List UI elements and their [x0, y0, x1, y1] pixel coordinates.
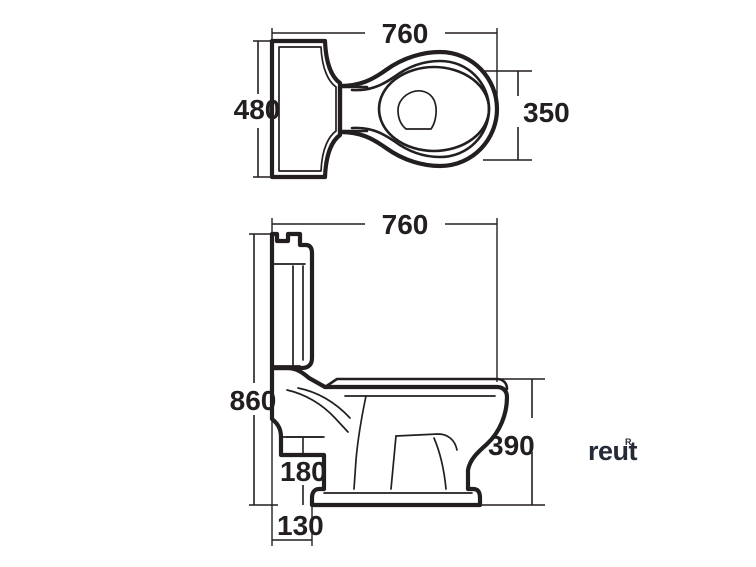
logo-registered-mark: R: [625, 437, 632, 447]
side-view-group: 760 860 390: [230, 209, 545, 546]
top-view-neck: [338, 85, 369, 133]
dimension-top-width: 760: [271, 18, 498, 100]
top-view-group: 760 480 350: [234, 18, 570, 180]
top-view-cistern-outer: [269, 38, 343, 180]
dimension-side-length: 760: [271, 209, 498, 382]
top-view-seat-aperture: [377, 65, 491, 153]
dimension-label-480: 480: [234, 94, 281, 125]
top-view-cistern-inner: [278, 46, 337, 172]
dimension-side-outlet-height: 180: [280, 436, 327, 505]
dimension-side-bowl-height: 390: [472, 378, 545, 506]
dimension-side-outlet-offset: 130: [271, 419, 324, 546]
dimension-label-180: 180: [280, 456, 327, 487]
dimension-label-860: 860: [230, 385, 277, 416]
dimension-top-bowl-width: 350: [483, 70, 570, 161]
top-view-seat-outer: [337, 49, 500, 169]
side-view-bowl-contour-3: [353, 395, 367, 490]
dimension-label-760-side: 760: [382, 209, 429, 240]
side-view-cistern-front-panel: [292, 265, 304, 366]
dimension-label-390: 390: [488, 430, 535, 461]
side-view-cistern: [269, 231, 315, 371]
side-view-bowl-contour-2: [297, 387, 351, 419]
dimension-label-350: 350: [523, 97, 570, 128]
side-view-bowl-contour-1: [286, 389, 349, 433]
side-view-bowl-contour-6: [433, 437, 447, 490]
dimension-label-130: 130: [277, 510, 324, 541]
side-view-bowl-contour-4: [390, 435, 397, 490]
dimension-side-height: 860: [230, 233, 278, 506]
brand-logo: reut R: [588, 436, 638, 466]
dimension-top-depth: 480: [234, 40, 281, 178]
logo-wordmark: reut: [588, 436, 638, 466]
dimension-label-760-top: 760: [382, 18, 429, 49]
side-view-bowl-contour-5: [395, 433, 458, 451]
top-view-trap-shape: [397, 90, 437, 130]
side-view-bowl-pedestal: [269, 365, 510, 508]
